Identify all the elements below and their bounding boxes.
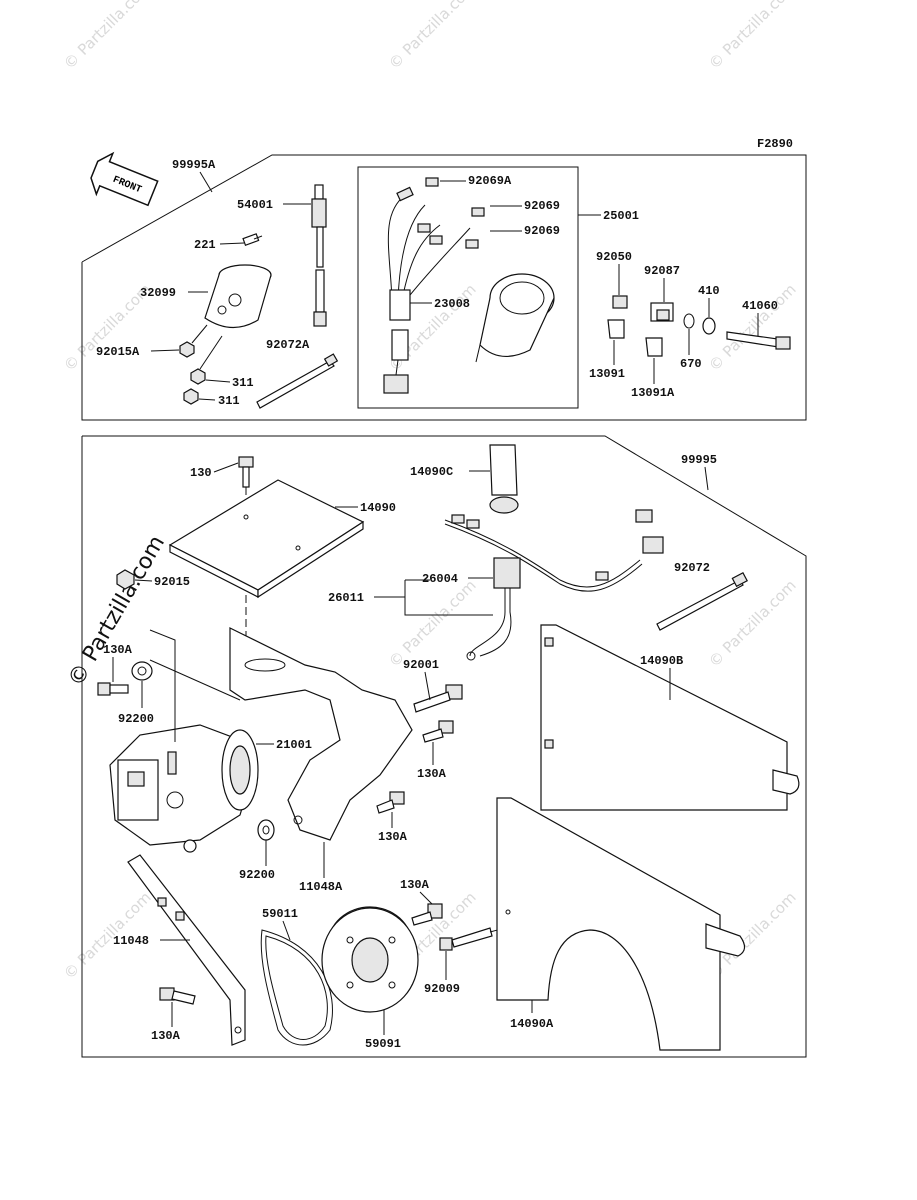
cup-32099 (204, 264, 272, 329)
label-11048A: 11048A (299, 880, 343, 894)
nut-311b (183, 388, 199, 405)
plate-14090B (540, 624, 800, 811)
label-92069b: 92069 (524, 224, 560, 238)
bolt-130A-1 (97, 682, 129, 696)
label-25001: 25001 (603, 209, 639, 223)
washer-410 (702, 317, 716, 335)
label-92072A: 92072A (266, 338, 310, 352)
wire-harness-23008 (383, 177, 485, 394)
upper-panel-outline (81, 154, 807, 421)
label-410: 410 (698, 284, 720, 298)
meter-kit-box (357, 166, 579, 409)
label-92200-2: 92200 (239, 868, 275, 882)
label-11048: 11048 (113, 934, 149, 948)
label-92200-1: 92200 (118, 712, 154, 726)
label-130A-2: 130A (417, 767, 447, 781)
label-99995A: 99995A (172, 158, 216, 172)
alternator-21001 (109, 724, 259, 853)
bolt-130A-5 (411, 903, 443, 926)
label-130A-5: 130A (400, 878, 430, 892)
label-92069a: 92069 (524, 199, 560, 213)
label-54001: 54001 (237, 198, 273, 212)
watermark-text: © Partzilla.com (705, 0, 800, 73)
label-23008: 23008 (434, 297, 470, 311)
label-14090A: 14090A (510, 1017, 554, 1031)
label-311a: 311 (232, 376, 254, 390)
label-99995: 99995 (681, 453, 717, 467)
bolt-92001 (413, 684, 463, 713)
arm-11048 (127, 854, 246, 1046)
harness-26011 (444, 509, 664, 661)
label-26011: 26011 (328, 591, 364, 605)
plate-14090A (496, 797, 746, 1051)
bolt-130 (238, 456, 254, 488)
pulley-59091 (321, 906, 419, 1013)
bracket-13091 (607, 319, 625, 339)
bolt-130A-2 (422, 720, 454, 743)
fitting-92087 (650, 302, 674, 322)
front-arrow-icon: FRONT (90, 151, 159, 207)
label-59091: 59091 (365, 1037, 401, 1051)
nut-92015 (116, 569, 135, 590)
label-92001: 92001 (403, 658, 439, 672)
label-41060: 41060 (742, 299, 778, 313)
label-13091: 13091 (589, 367, 625, 381)
label-130A-4: 130A (151, 1029, 181, 1043)
cable-tie-92072 (656, 571, 748, 631)
label-130A-1: 130A (103, 643, 133, 657)
nut-92050 (612, 295, 628, 309)
screw-221 (242, 233, 263, 246)
label-59011: 59011 (262, 907, 298, 921)
label-92087: 92087 (644, 264, 680, 278)
nut-92015A (179, 341, 195, 358)
label-14090: 14090 (360, 501, 396, 515)
lower-panel: 99995 130 14090 14090C (81, 435, 807, 1058)
washer-92200-2 (257, 819, 275, 841)
figure-code: F2890 (757, 137, 793, 151)
meter-gauge (475, 273, 555, 363)
plate-14090 (168, 479, 365, 599)
label-13091A: 13091A (631, 386, 675, 400)
label-26004: 26004 (422, 572, 458, 586)
bolt-130A-3 (376, 791, 405, 814)
label-92050: 92050 (596, 250, 632, 264)
bolt-130A-4 (159, 987, 196, 1005)
tube-14090C (489, 444, 519, 514)
watermark-text: © Partzilla.com (385, 0, 480, 73)
gear-41060 (726, 331, 791, 350)
bracket-11048A (229, 627, 413, 841)
label-130-top: 130 (190, 466, 212, 480)
washer-92200-1 (131, 661, 153, 681)
label-21001: 21001 (276, 738, 312, 752)
label-14090C: 14090C (410, 465, 453, 479)
watermark-text: © Partzilla.com (60, 0, 155, 73)
label-92069A: 92069A (468, 174, 512, 188)
watermark-large: © Partzilla.com (64, 531, 171, 691)
cable-tie-92072A (256, 353, 339, 409)
watermark-text: © Partzilla.com (385, 576, 480, 671)
label-221: 221 (194, 238, 216, 252)
label-92009: 92009 (424, 982, 460, 996)
lower-panel-outline (81, 435, 807, 1058)
speedometer-cable (311, 184, 327, 327)
label-32099: 32099 (140, 286, 176, 300)
nut-311a (190, 368, 206, 385)
label-14090B: 14090B (640, 654, 683, 668)
label-92015A: 92015A (96, 345, 140, 359)
bolt-92009 (439, 927, 493, 951)
bracket-13091A (645, 337, 663, 357)
label-311b: 311 (218, 394, 240, 408)
upper-panel: FRONT 99995A 54001 221 32099 (81, 151, 807, 421)
label-92072: 92072 (674, 561, 710, 575)
belt-59011 (260, 929, 333, 1046)
label-670: 670 (680, 357, 702, 371)
label-130A-3: 130A (378, 830, 408, 844)
o-ring-670 (683, 313, 695, 329)
label-92015: 92015 (154, 575, 190, 589)
